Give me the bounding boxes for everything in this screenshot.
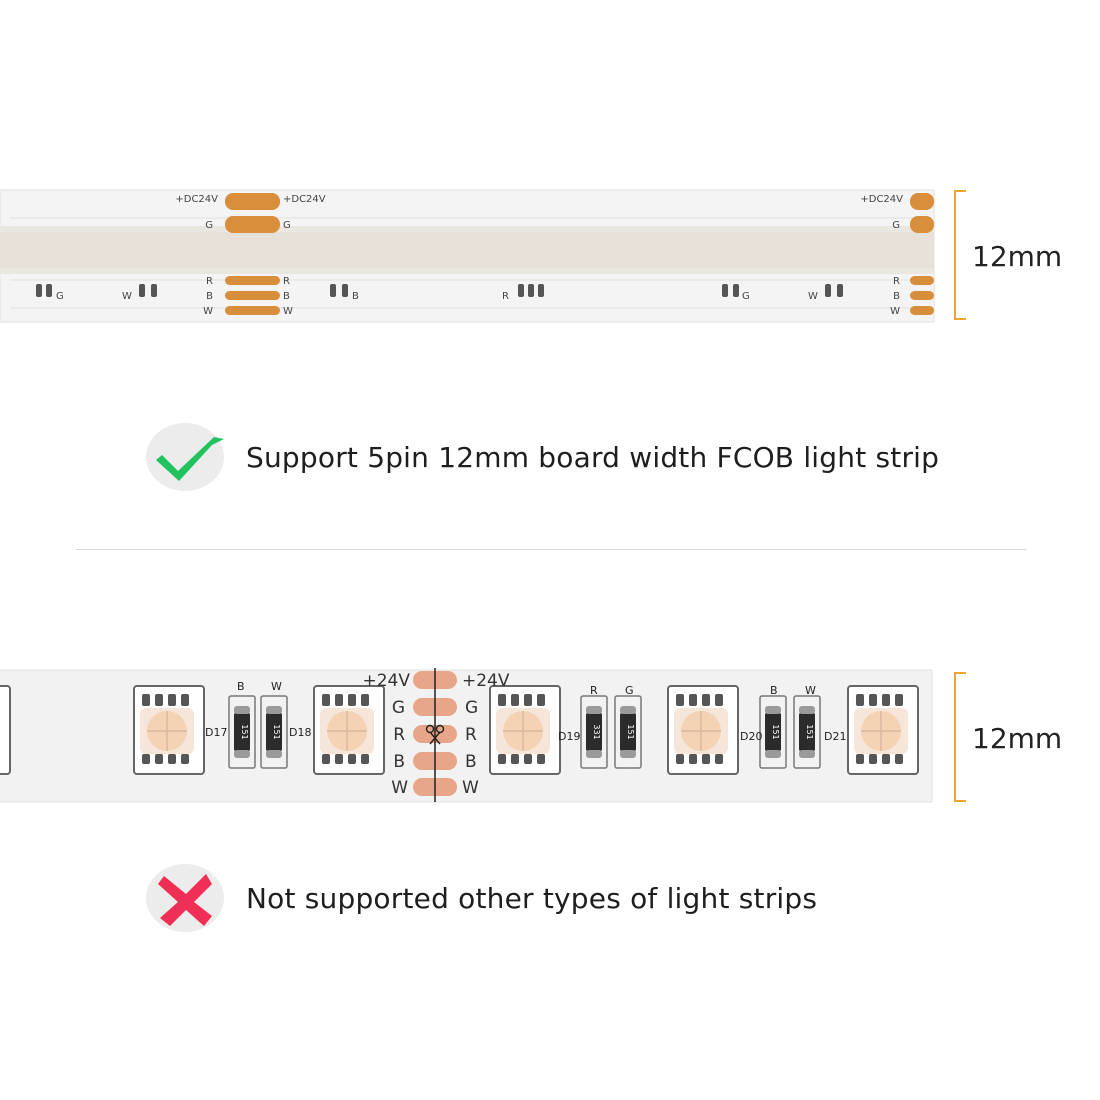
cross-icon [146, 864, 224, 932]
fcob-label-left-1: G [205, 220, 213, 231]
fcob-strip: +DC24V G R B W +DC24V G R B W +DC24V G R… [0, 189, 935, 323]
fcob-label-left-3: B [206, 291, 213, 302]
scissors-icon [425, 724, 445, 745]
fcob-label-right-4: W [283, 306, 293, 317]
fcob-label-right-3: B [283, 291, 290, 302]
resistor-value-1: 151 [272, 724, 281, 739]
smd-label-right-2: R [465, 725, 477, 745]
fcob-label-right-2: R [283, 276, 290, 287]
smd-resistor-4: 151 [759, 695, 787, 769]
resistor-value-2: 331 [592, 724, 601, 739]
resistor-value-0: 151 [240, 724, 249, 739]
fcob-chip-label-4: G [742, 291, 750, 302]
fcob-chip-label-3: R [502, 291, 509, 302]
section-divider [76, 549, 1026, 550]
resistor-value-4: 151 [771, 724, 780, 739]
smd-leds [133, 685, 919, 775]
smd-label-left-1: G [392, 698, 405, 718]
led-label-4: D21 [824, 730, 846, 743]
smd-label-left-0: +24V [362, 671, 410, 691]
resistor-top-label-4: B [770, 684, 778, 697]
supported-row: Support 5pin 12mm board width FCOB light… [146, 423, 939, 491]
led-label-0: D17 [205, 726, 227, 739]
smd-resistor-2: 331 [580, 695, 608, 769]
smd-led-3 [667, 685, 739, 775]
checkmark-icon [146, 423, 224, 491]
fcob-chip-label-2: B [352, 291, 359, 302]
led-label-2: D19 [558, 730, 580, 743]
smd-strip: 151 151 331 151 151 151 +24V G R B W +24V G R… [0, 668, 933, 803]
supported-text: Support 5pin 12mm board width FCOB light… [246, 440, 940, 474]
fcob-end-label-0: +DC24V [860, 194, 903, 205]
smd-led-1 [313, 685, 385, 775]
fcob-chip-label-1: W [122, 291, 132, 302]
fcob-chips [36, 284, 843, 297]
fcob-end-label-1: G [892, 220, 900, 231]
smd-label-left-2: R [393, 725, 405, 745]
led-label-3: D20 [740, 730, 762, 743]
fcob-label-left-4: W [203, 306, 213, 317]
smd-label-right-1: G [465, 698, 478, 718]
smd-resistor-3: 151 [614, 695, 642, 769]
resistor-top-label-3: G [625, 684, 634, 697]
resistor-top-label-5: W [805, 684, 816, 697]
fcob-end-label-4: W [890, 306, 900, 317]
fcob-chip-label-0: G [56, 291, 64, 302]
fcob-width-label: 12mm [972, 240, 1063, 273]
smd-width-label: 12mm [972, 722, 1063, 755]
smd-label-right-0: +24V [462, 671, 510, 691]
resistor-value-3: 151 [626, 724, 635, 739]
led-label-1: D18 [289, 726, 311, 739]
smd-led-0 [133, 685, 205, 775]
fcob-label-left-2: R [206, 276, 213, 287]
fcob-label-right-0: +DC24V [283, 194, 326, 205]
fcob-width-bracket [954, 190, 966, 320]
resistor-top-label-0: B [237, 680, 245, 693]
smd-resistor-5: 151 [793, 695, 821, 769]
fcob-end-label-2: R [893, 276, 900, 287]
smd-resistors: 151 151 331 151 151 151 [228, 695, 821, 769]
smd-width-bracket [954, 672, 966, 802]
fcob-label-right-1: G [283, 220, 291, 231]
fcob-center-pads [225, 193, 280, 315]
resistor-value-5: 151 [805, 724, 814, 739]
fcob-end-pads [910, 193, 934, 315]
smd-led-4 [847, 685, 919, 775]
smd-led-2 [489, 685, 561, 775]
unsupported-text: Not supported other types of light strip… [246, 881, 818, 915]
smd-resistor-0: 151 [228, 695, 256, 769]
smd-label-right-4: W [462, 778, 479, 798]
resistor-top-label-1: W [271, 680, 282, 693]
smd-resistor-1: 151 [260, 695, 288, 769]
unsupported-row: Not supported other types of light strip… [146, 864, 817, 932]
smd-label-right-3: B [465, 752, 477, 772]
smd-label-left-4: W [391, 778, 408, 798]
fcob-chip-label-5: W [808, 291, 818, 302]
fcob-end-label-3: B [893, 291, 900, 302]
smd-label-left-3: B [393, 752, 405, 772]
resistor-top-label-2: R [590, 684, 598, 697]
fcob-label-left-0: +DC24V [175, 194, 218, 205]
